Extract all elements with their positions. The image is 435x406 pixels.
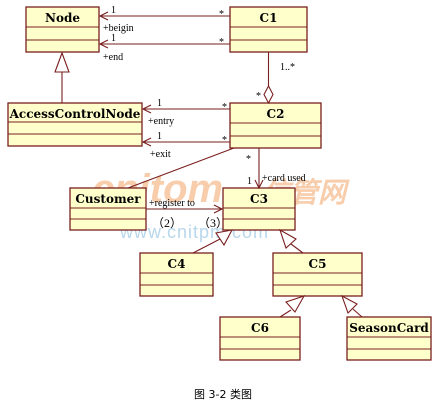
assoc-exit-near-mult: 1: [157, 131, 162, 142]
class-node: Node: [25, 6, 100, 53]
class-c2-name: C2: [267, 107, 285, 121]
class-c4: C4: [139, 252, 214, 297]
assoc-entry-far-mult: *: [222, 102, 227, 113]
assoc-c2-c3-mult-c3: 1: [247, 176, 252, 187]
assoc-exit-role: +exit: [150, 149, 171, 160]
class-access-control-node-name: AccessControlNode: [9, 107, 141, 121]
class-c1-name: C1: [260, 11, 278, 25]
class-c1: C1: [229, 6, 308, 53]
assoc-c2-access-entry: 1 * +entry: [143, 98, 230, 127]
assoc-c2-c3: * +card used 1: [246, 148, 306, 188]
assoc-c1-c2-aggregation: 1..* *: [256, 52, 295, 105]
class-c4-name: C4: [168, 257, 186, 271]
assoc-c2-access-exit: 1 * +exit: [143, 131, 230, 160]
assoc-c2-c3-mult-c2: *: [246, 154, 251, 165]
assoc-end-role: +end: [103, 52, 123, 63]
assoc-entry-near-mult: 1: [157, 98, 162, 109]
class-c3: C3: [222, 187, 296, 231]
generalization-c4-c3: [192, 229, 234, 254]
generalization-access-node: [54, 51, 70, 103]
assoc-begin-role: +beigin: [103, 23, 134, 34]
assoc-entry-role: +entry: [148, 116, 174, 127]
assoc-register-role: +register to: [149, 198, 195, 209]
class-c5-name: C5: [309, 257, 327, 271]
assoc-c1-node-begin: 1 * +beigin: [100, 5, 230, 34]
class-c2: C2: [229, 102, 322, 149]
assoc-end-far-mult: *: [219, 37, 224, 48]
assoc-end-near-mult: 1: [111, 33, 116, 44]
class-season-card-name: SeasonCard: [349, 321, 429, 335]
generalization-c5-c3: [279, 228, 304, 254]
class-c5: C5: [272, 252, 363, 297]
generalization-season-c5: [341, 294, 363, 318]
assoc-begin-far-mult: *: [219, 9, 224, 20]
blank-2: （2）: [152, 216, 182, 230]
class-c6: C6: [219, 316, 301, 361]
generalization-c6-c5: [279, 295, 306, 318]
class-c6-name: C6: [251, 321, 269, 335]
class-access-control-node: AccessControlNode: [7, 102, 143, 147]
class-customer: Customer: [69, 187, 147, 231]
class-node-name: Node: [45, 11, 80, 25]
class-customer-name: Customer: [75, 192, 141, 206]
assoc-begin-near-mult: 1: [111, 5, 116, 16]
assoc-exit-far-mult: *: [222, 135, 227, 146]
figure-caption: 图 3-2 类图: [194, 387, 252, 401]
assoc-c2-c3-role: +card used: [262, 173, 306, 184]
class-season-card: SeasonCard: [346, 316, 432, 361]
class-c3-name: C3: [250, 192, 268, 206]
assoc-c1-node-end: 1 * +end: [100, 33, 230, 63]
assoc-c1-c2-mult-c1: 1..*: [280, 62, 295, 73]
assoc-c2-customer: [127, 147, 235, 189]
assoc-customer-c3: +register to: [146, 198, 222, 209]
blank-3: （3）: [198, 216, 228, 230]
assoc-c1-c2-mult-c2: *: [256, 91, 261, 102]
